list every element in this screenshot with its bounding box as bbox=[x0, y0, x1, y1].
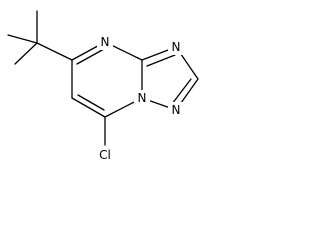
bond-c7-c6 bbox=[71, 97, 106, 118]
atom-labels: N N N N Cl bbox=[94, 34, 184, 163]
bond-c5-n4-inner bbox=[76, 48, 105, 65]
bonds bbox=[7, 10, 199, 146]
atom-n-right-bottom: N bbox=[172, 103, 181, 117]
atom-n-bridge: N bbox=[138, 91, 147, 105]
atom-bg-n-right-top bbox=[168, 39, 184, 55]
bond-tbu-quaternary-to-methyl-bottom bbox=[14, 42, 38, 65]
atom-bg-n-bridge bbox=[134, 90, 150, 106]
atom-n-upper: N bbox=[101, 35, 110, 49]
bond-tbu-quaternary-to-methyl-left bbox=[7, 34, 38, 44]
atom-cl: Cl bbox=[99, 148, 111, 162]
atom-n-right-top: N bbox=[172, 40, 181, 54]
bond-tbu-to-ring bbox=[36, 42, 73, 61]
atom-bg-n-right-bottom bbox=[168, 102, 184, 118]
bond-c7-c6-inner bbox=[77, 94, 105, 111]
bond-c2-n1-inner bbox=[171, 78, 192, 105]
atom-bg-n-upper bbox=[97, 34, 113, 50]
atom-bg-cl bbox=[94, 147, 116, 163]
chemical-structure: N N N N Cl bbox=[7, 10, 199, 163]
bond-c3a-n3-inner bbox=[146, 54, 176, 67]
